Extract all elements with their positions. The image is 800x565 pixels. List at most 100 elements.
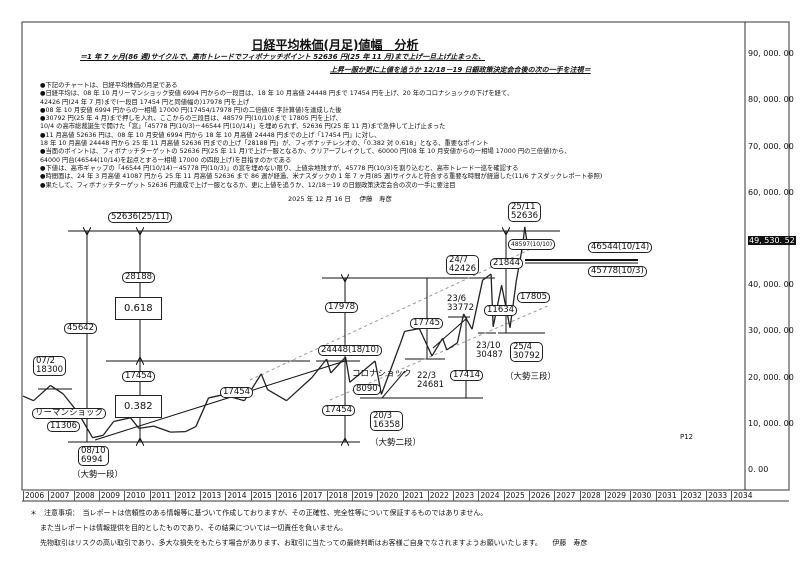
chart-annotation: 22/3 24681 [417, 371, 445, 390]
y-tick-label: 10, 000. 00 [748, 418, 794, 428]
x-tick-label: 2023 [453, 491, 475, 501]
fib-trend-dashed [249, 239, 551, 381]
bullet-line: ●30792 円(25 年 4 月)まで押しを入れ、ここからの三段目は、4857… [40, 115, 342, 123]
price-segment [349, 360, 376, 383]
price-segment [399, 331, 406, 344]
price-segment [138, 425, 154, 430]
y-tick-label: 80, 000. 00 [748, 95, 794, 105]
price-segment [22, 395, 34, 402]
price-segment [344, 356, 351, 383]
bullet-line: ●下記のチャートは、日経平均株価の月足である [40, 82, 178, 89]
chart-annotation: 17978 [325, 302, 359, 313]
x-tick-label: 2026 [529, 491, 551, 501]
x-tick-label: 2024 [478, 491, 500, 501]
chart-annotation: 45778(10/3) [588, 266, 647, 277]
x-tick-label: 2019 [351, 491, 373, 501]
chart-annotation: コロナショック [352, 369, 412, 379]
price-segment [463, 313, 473, 330]
chart-annotation: 21844 [490, 258, 524, 269]
fib-trend-dashed-2 [329, 304, 551, 401]
x-tick-label: 2034 [731, 491, 753, 501]
x-tick-label: 2016 [276, 491, 298, 501]
x-tick-label: 2030 [630, 491, 652, 501]
disclaimer-line-1: ＊ 注意事項： 当レポートは信頼性のある情報等に基づいて作成しておりますが、その… [30, 509, 488, 517]
price-segment [102, 421, 115, 436]
bullet-line: ●11 月高値 52636 円は、08 年 10 月安値 6994 円から 18… [40, 131, 381, 139]
chart-annotation: 24/7 42426 [446, 255, 480, 275]
report-date: 2025 年 12 月 16 日 伊藤 寿彦 [288, 195, 392, 203]
chart-annotation: 8090 [353, 384, 381, 395]
price-segment [380, 343, 402, 395]
price-segment [325, 358, 332, 374]
analysis-bullets: ●下記のチャートは、日経平均株価の月足である ●日経平均は、08 年 10 月リ… [40, 82, 602, 190]
x-tick-label: 2010 [124, 491, 146, 501]
chart-annotation: 17454 [220, 387, 254, 398]
x-tick-label: 2022 [427, 491, 449, 501]
trendline-2 [381, 370, 406, 399]
bullet-line: ●時間面は、24 年 3 月高値 41087 円から 25 年 11 月高値 5… [40, 173, 603, 181]
price-segment [130, 417, 140, 429]
chart-annotation: 0.618 [115, 297, 162, 320]
chart-annotation: 17805 [517, 292, 551, 303]
page-label: P12 [680, 433, 694, 441]
x-tick-label: 2011 [149, 491, 171, 501]
chart-annotation: 52636(25/11) [108, 212, 173, 223]
price-segment [33, 384, 51, 402]
price-segment [418, 328, 433, 357]
bullet-line: ●下値は、高市ギャップの「46544 円(10/14)－45778 円(10/3… [40, 164, 519, 172]
chart-annotation: 11306 [47, 421, 81, 432]
chart-annotation: 08/10 6994 [78, 446, 109, 466]
trendline-1 [94, 360, 346, 441]
price-segment [330, 356, 347, 374]
x-tick-label: 2013 [200, 491, 222, 501]
x-tick-label: 2032 [680, 491, 702, 501]
x-tick-label: 2009 [98, 491, 120, 501]
chart-annotation: （大勢一段） [72, 470, 124, 480]
x-tick-label: 2018 [326, 491, 348, 501]
x-tick-label: 2021 [402, 491, 424, 501]
x-tick-label: 2006 [23, 491, 45, 501]
subtitle-line-1: ＝1 年 7 ヶ月(86 週)サイクルで、高市トレードでフィボナッチポイント 5… [80, 53, 485, 61]
price-segment [286, 377, 313, 402]
bullet-line: 64000 円台(46544(10/14)を起点とする一相場 17000 の四段… [40, 156, 292, 164]
price-segment [185, 425, 197, 433]
price-segment [441, 338, 448, 351]
chart-annotation: 48597(10/10) [508, 239, 556, 250]
x-tick-label: 2020 [377, 491, 399, 501]
chart-annotation: （大勢三段） [505, 372, 557, 382]
price-segment [260, 373, 269, 390]
x-tick-label: 2028 [579, 491, 601, 501]
y-tick-label: 20, 000. 00 [748, 372, 794, 382]
chart-annotation: 20/3 16358 [370, 411, 404, 431]
x-tick-label: 2027 [554, 491, 576, 501]
disclaimer-line-3: 先物取引はリスクの高い取引であり、多大な損失をもたらす場合があります、お取引に当… [40, 539, 588, 547]
x-tick-label: 2012 [174, 491, 196, 501]
chart-annotation: 17414 [450, 370, 484, 381]
chart-annotation: 23/6 33772 [447, 294, 475, 313]
chart-annotation: 17745 [410, 318, 444, 329]
price-segment [471, 280, 484, 330]
x-tick-label: 2017 [301, 491, 323, 501]
price-segment [524, 226, 528, 242]
price-segment [456, 313, 465, 344]
y-tick-label: 0. 00 [748, 465, 769, 474]
page-title: 日経平均株価(月足)値幅 分析 [251, 38, 419, 52]
chart-annotation: （大勢二段） [370, 438, 422, 448]
y-tick-label: 70, 000. 00 [748, 141, 794, 151]
x-tick-label: 2008 [73, 491, 95, 501]
price-segment [509, 280, 517, 328]
price-segment [50, 384, 64, 395]
chart-annotation: 46544(10/14) [588, 242, 653, 253]
price-segment [195, 397, 210, 427]
x-tick-label: 2014 [225, 491, 247, 501]
bullet-line: ●果たして、フィボナッチターゲット 52636 円達成で上げ一服となるか、更に上… [40, 181, 456, 189]
price-segment [404, 327, 420, 333]
chart-annotation: 24448(18/10) [318, 345, 383, 356]
chart-annotation: 28188 [122, 272, 156, 283]
disclaimer-line-2: また当レポートは情報提供を目的としたものであり、その結果については一切責任を負い… [40, 524, 348, 532]
subtitle-line-2: 上昇一服か更に上値を追うか 12/18－19 日銀政策決定会合後の次の一手を注視… [330, 66, 591, 74]
bullet-line: ●08 年 10 月安値 6994 円からの一相場 17000 円(17454/… [40, 106, 342, 114]
chart-annotation: 25/4 30792 [510, 342, 544, 362]
x-tick-label: 2015 [250, 491, 272, 501]
chart-annotation: 17454 [122, 371, 156, 382]
